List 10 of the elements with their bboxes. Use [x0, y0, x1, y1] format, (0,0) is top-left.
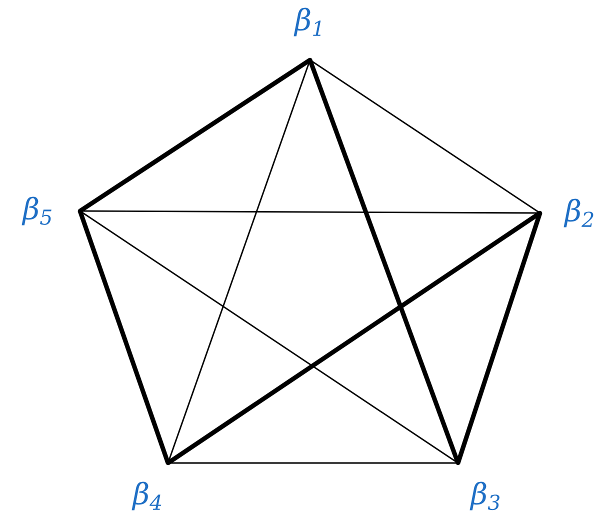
vertex-label: β$_{3}$ — [470, 482, 500, 510]
graph-edge — [168, 462, 458, 464]
vertex-label: β$_{2}$ — [564, 198, 594, 228]
graph-edge — [78, 208, 170, 465]
graph-edge — [308, 58, 460, 465]
vertex-label: β$_{4}$ — [132, 482, 162, 510]
graph-edge — [456, 210, 542, 465]
graph-edge — [80, 210, 458, 464]
vertex-label: β$_{1}$ — [294, 8, 321, 36]
vertex-label: β$_{5}$ — [22, 196, 52, 226]
